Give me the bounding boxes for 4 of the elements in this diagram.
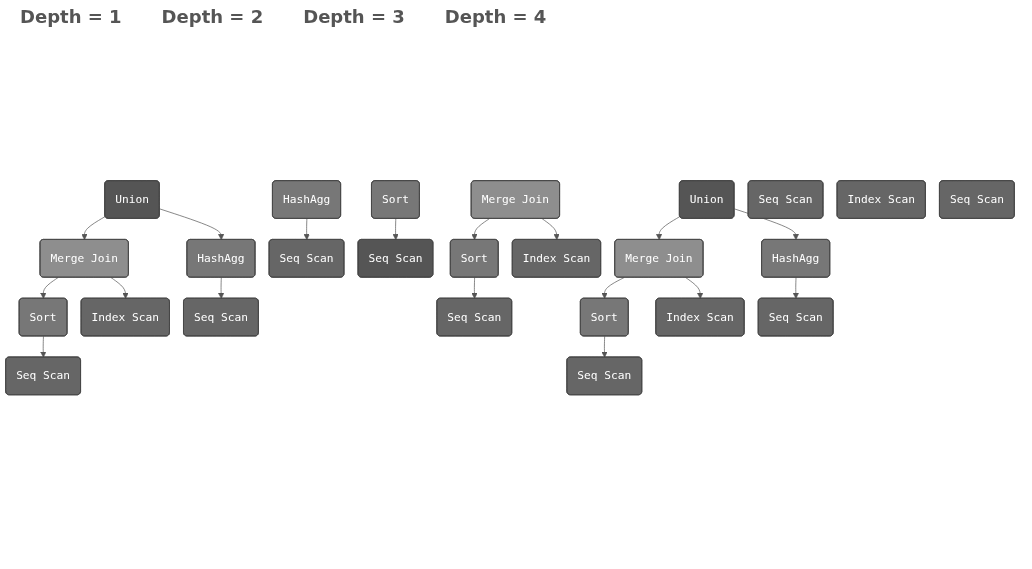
depth-label: Depth = 4 — [444, 6, 547, 27]
depth-label: Depth = 1 — [20, 6, 122, 27]
depth-label: Depth = 3 — [303, 6, 405, 27]
depth-label: Depth = 2 — [161, 6, 264, 27]
